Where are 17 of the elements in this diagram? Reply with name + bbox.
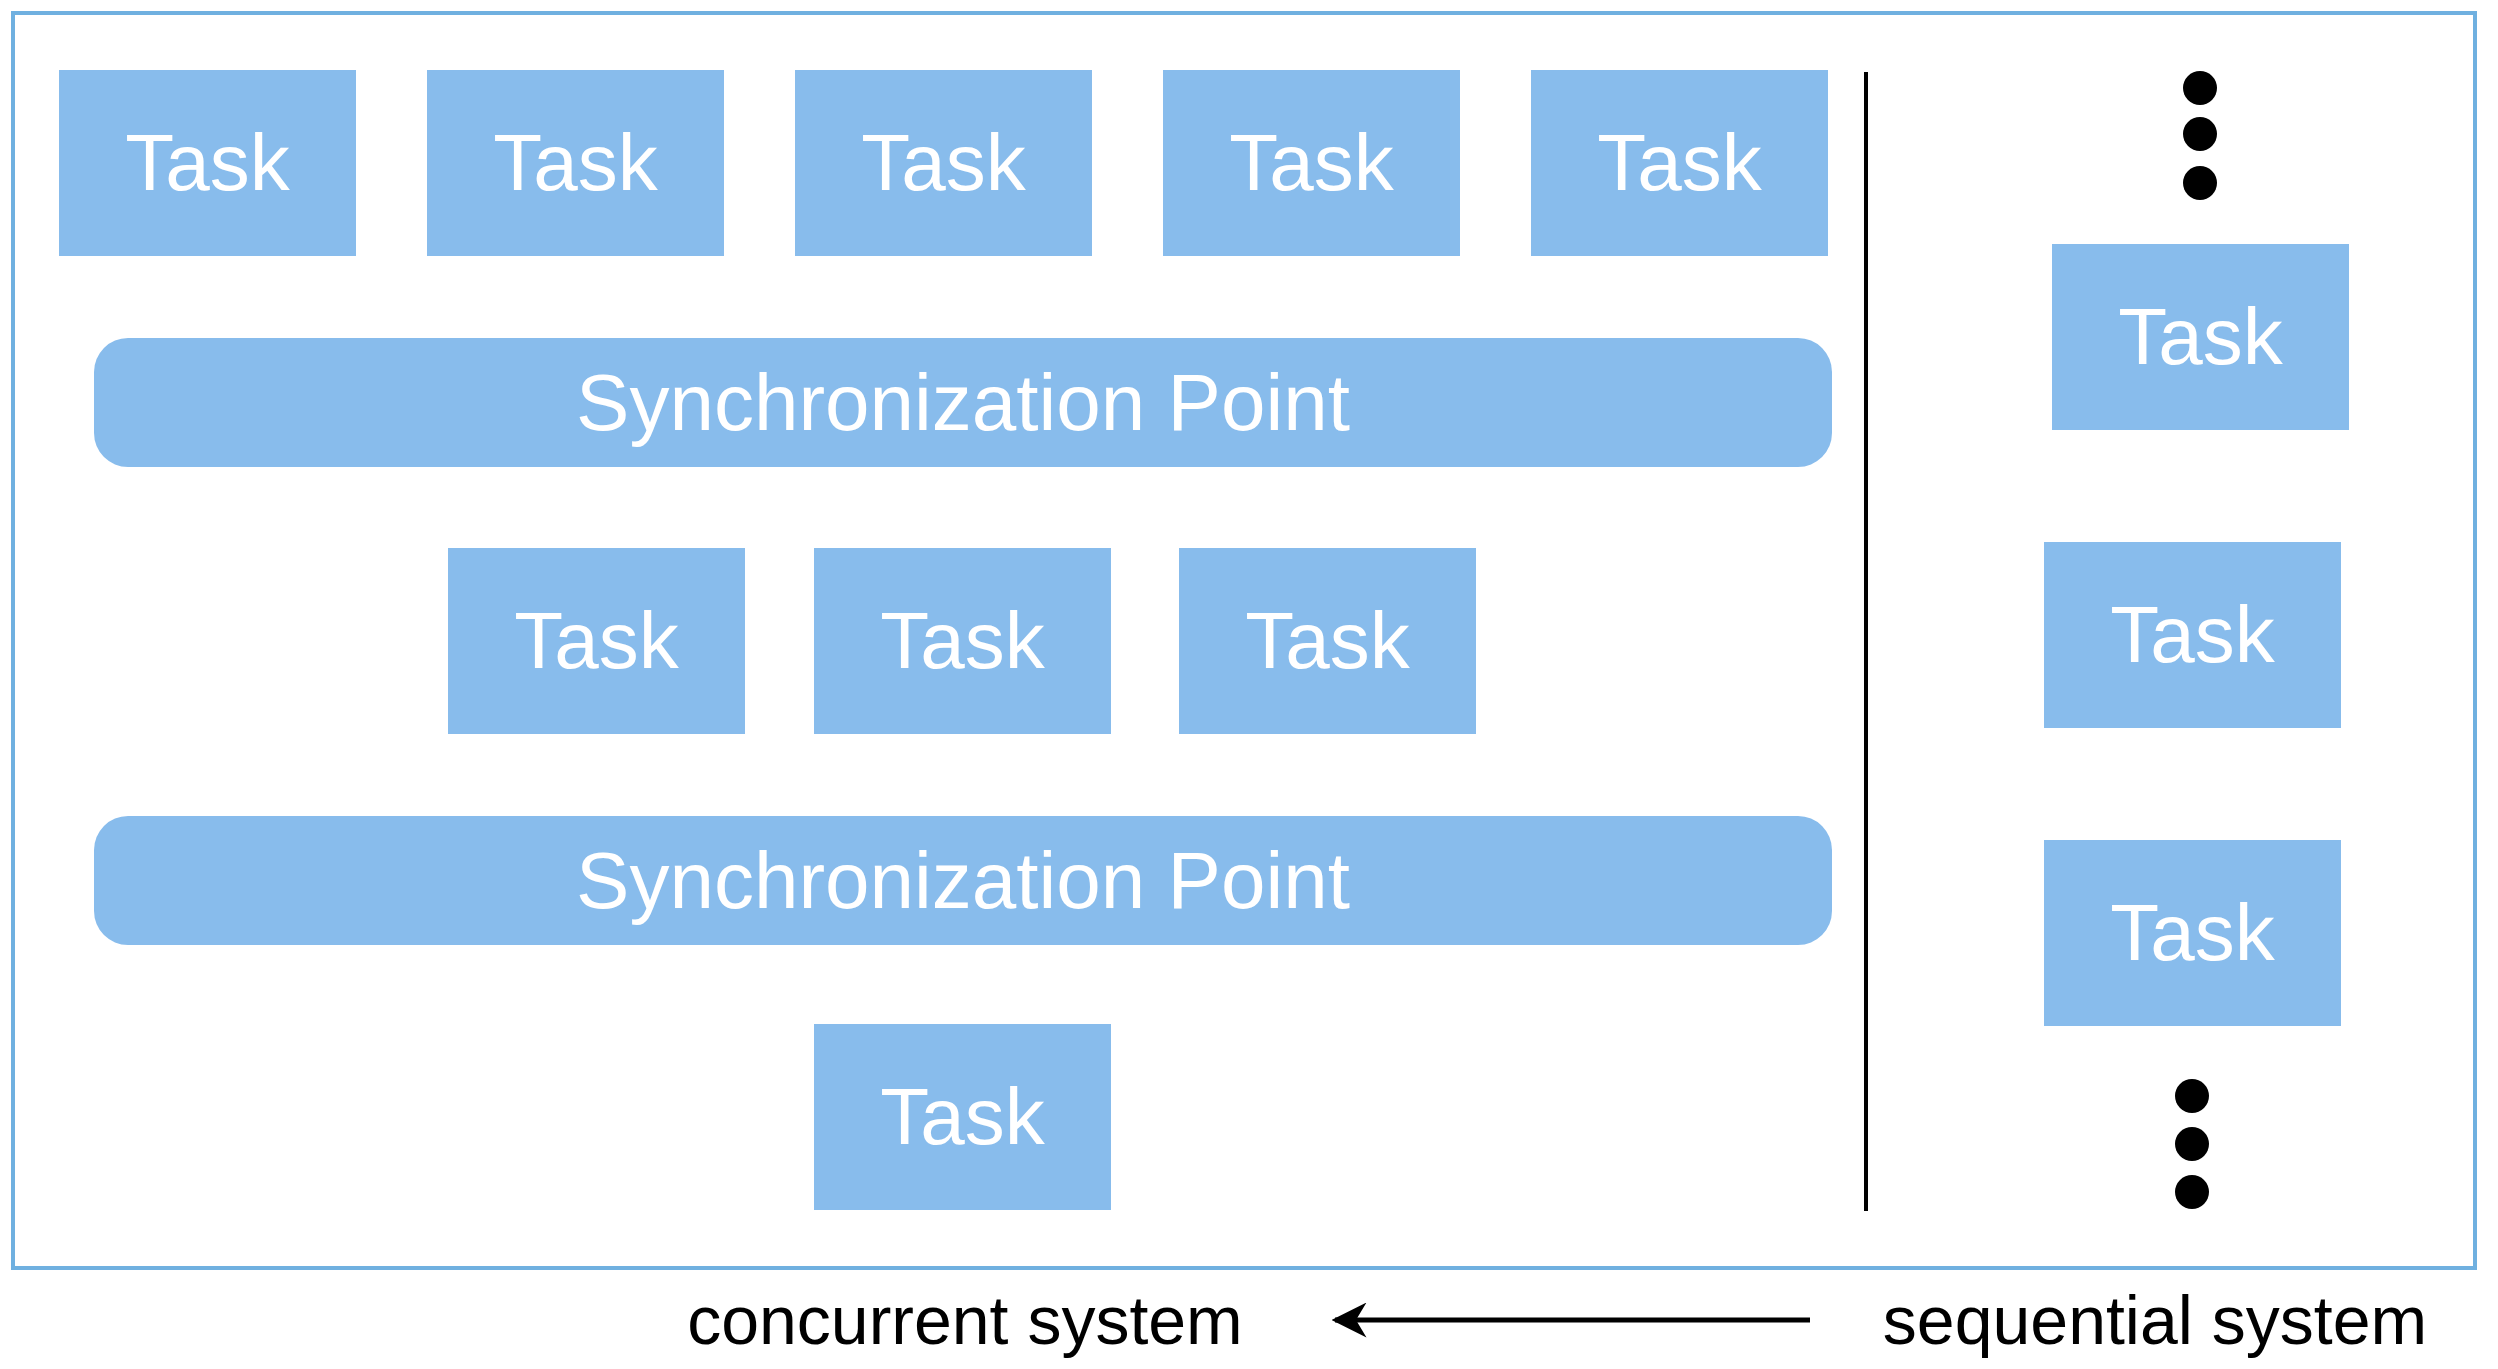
task-box: Task xyxy=(795,70,1092,256)
system-label: sequential system xyxy=(1830,1278,2480,1362)
task-box: Task xyxy=(2044,840,2341,1026)
task-box: Task xyxy=(1531,70,1828,256)
synchronization-bar: Synchronization Point xyxy=(94,338,1832,467)
task-box: Task xyxy=(2044,542,2341,728)
system-label: concurrent system xyxy=(620,1278,1310,1362)
task-box: Task xyxy=(814,1024,1111,1210)
task-box: Task xyxy=(814,548,1111,734)
task-box: Task xyxy=(427,70,724,256)
arrow xyxy=(1331,1302,1810,1338)
task-box: Task xyxy=(1179,548,1476,734)
task-box: Task xyxy=(1163,70,1460,256)
task-box: Task xyxy=(59,70,356,256)
task-box: Task xyxy=(2052,244,2349,430)
synchronization-bar: Synchronization Point xyxy=(94,816,1832,945)
task-box: Task xyxy=(448,548,745,734)
